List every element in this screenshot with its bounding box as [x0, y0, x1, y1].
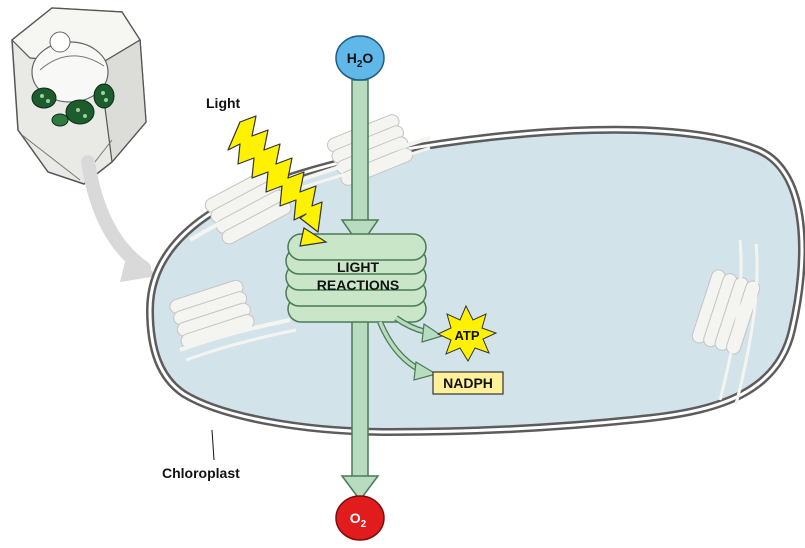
o2-label-sub: 2	[361, 519, 367, 530]
stroma-lamella	[734, 243, 759, 405]
h2o-input-arrow	[340, 79, 380, 248]
nadph-label: NADPH	[443, 375, 493, 391]
light-reactions-label-line2: REACTIONS	[317, 277, 399, 293]
light-label: Light	[206, 95, 241, 111]
atp-starburst-icon: ATP	[436, 304, 498, 363]
chloroplast-leader-line	[211, 429, 215, 461]
h2o-label-o: O	[362, 50, 373, 66]
h2o-molecule: H2O	[335, 35, 385, 81]
lightning-icon	[227, 115, 328, 247]
stroma-lamella	[718, 239, 743, 401]
nadph-box: NADPH	[432, 371, 504, 395]
svg-text:O2: O2	[350, 510, 367, 530]
stroma-lamella	[185, 328, 297, 362]
stroma-lamella	[179, 318, 291, 352]
atp-label: ATP	[454, 328, 479, 343]
h2o-label-sub: 2	[357, 59, 363, 70]
plant-cell-icon	[11, 7, 147, 185]
o2-label-o: O	[350, 510, 361, 526]
nadph-arrow	[377, 320, 438, 381]
cell-to-chloroplast-arrow	[81, 155, 158, 282]
svg-text:H2O: H2O	[347, 50, 374, 70]
light-reactions-stack: LIGHT REACTIONS	[285, 233, 427, 323]
chloroplast-label: Chloroplast	[162, 465, 240, 481]
atp-arrow	[394, 315, 444, 343]
o2-molecule: O2	[335, 495, 385, 541]
light-reactions-label-line1: LIGHT	[337, 259, 379, 275]
h2o-label-h: H	[347, 50, 357, 66]
